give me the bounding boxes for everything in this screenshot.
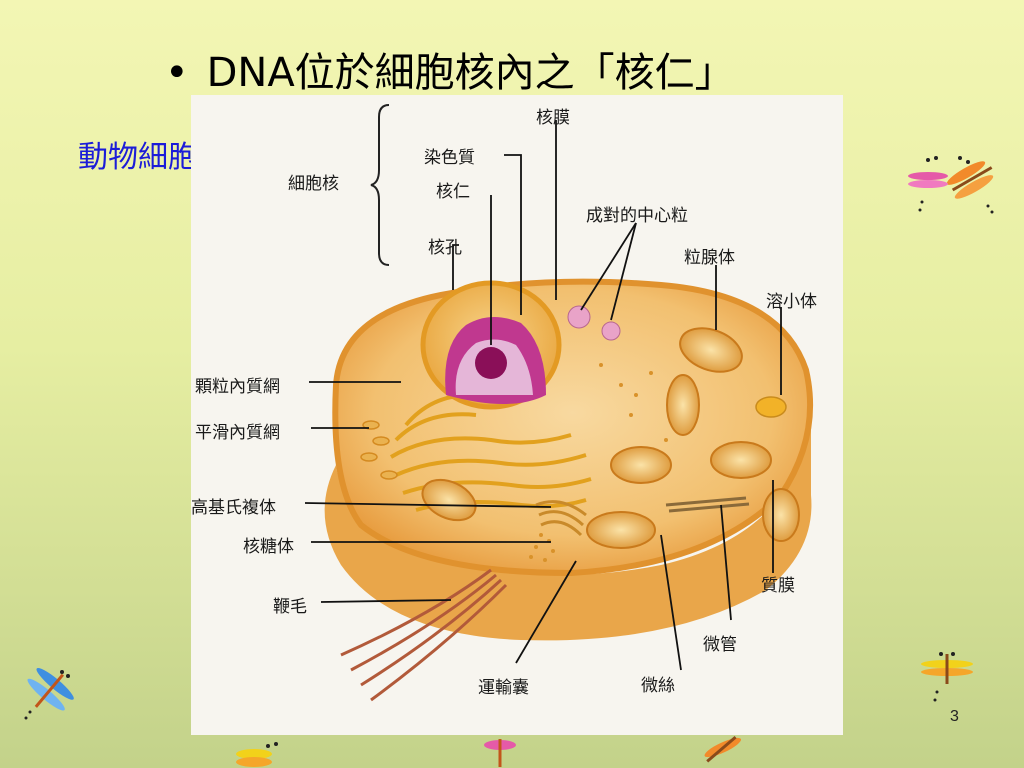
golgi-shape bbox=[535, 500, 587, 537]
label-rough-er: 顆粒內質網 bbox=[195, 377, 280, 397]
label-nucleolus: 核仁 bbox=[436, 182, 470, 202]
label-lysosome: 溶小体 bbox=[766, 292, 817, 312]
label-ribosome: 核糖体 bbox=[243, 537, 294, 557]
label-centrioles: 成對的中心粒 bbox=[586, 206, 688, 226]
flagellum-shape bbox=[340, 568, 508, 702]
cell-base bbox=[324, 425, 812, 641]
dragonfly-icon bbox=[704, 735, 742, 763]
dragonfly-icon bbox=[921, 652, 973, 702]
label-flagellum: 鞭毛 bbox=[273, 597, 307, 617]
label-microfilament: 微絲 bbox=[641, 676, 675, 696]
page-number: 3 bbox=[950, 708, 959, 725]
label-transport-vesicle: 運輸囊 bbox=[478, 678, 529, 698]
label-nucleus: 細胞核 bbox=[288, 174, 339, 194]
nucleolus-shape bbox=[475, 347, 507, 379]
animal-cell-caption: 動物細胞 bbox=[78, 140, 198, 175]
cell-illustration bbox=[304, 104, 814, 702]
label-golgi: 高基氏複体 bbox=[191, 498, 276, 518]
label-plasma-membrane: 質膜 bbox=[761, 576, 795, 596]
nucleus-bracket bbox=[370, 104, 390, 266]
slide-title: • DNA位於細胞核內之「核仁」 bbox=[165, 40, 735, 98]
label-microtubule: 微管 bbox=[703, 635, 737, 655]
label-nuclear-membrane: 核膜 bbox=[536, 108, 570, 128]
dragonfly-icon bbox=[24, 667, 74, 720]
mitochondria-shapes bbox=[421, 327, 800, 549]
dragonfly-icon bbox=[236, 742, 278, 767]
dragonfly-icon bbox=[484, 739, 516, 767]
title-bullet: • bbox=[165, 50, 189, 96]
centriole-shape bbox=[567, 305, 621, 341]
label-mitochondria: 粒腺体 bbox=[684, 248, 735, 268]
label-chromatin: 染色質 bbox=[424, 148, 475, 168]
microtubule-shape bbox=[665, 496, 750, 513]
label-smooth-er: 平滑內質網 bbox=[195, 423, 280, 443]
leader-lines bbox=[304, 120, 782, 671]
cell-diagram: 細胞核 核膜 染色質 核仁 核孔 成對的中心粒 粒腺体 溶小体 顆粒內質網 平滑… bbox=[191, 95, 843, 735]
title-text: DNA位於細胞核內之「核仁」 bbox=[206, 50, 735, 96]
dragonfly-icon bbox=[908, 156, 994, 214]
smooth-er-shape bbox=[360, 420, 398, 480]
lysosome-shape bbox=[755, 396, 787, 418]
label-nuclear-pore: 核孔 bbox=[428, 238, 462, 258]
